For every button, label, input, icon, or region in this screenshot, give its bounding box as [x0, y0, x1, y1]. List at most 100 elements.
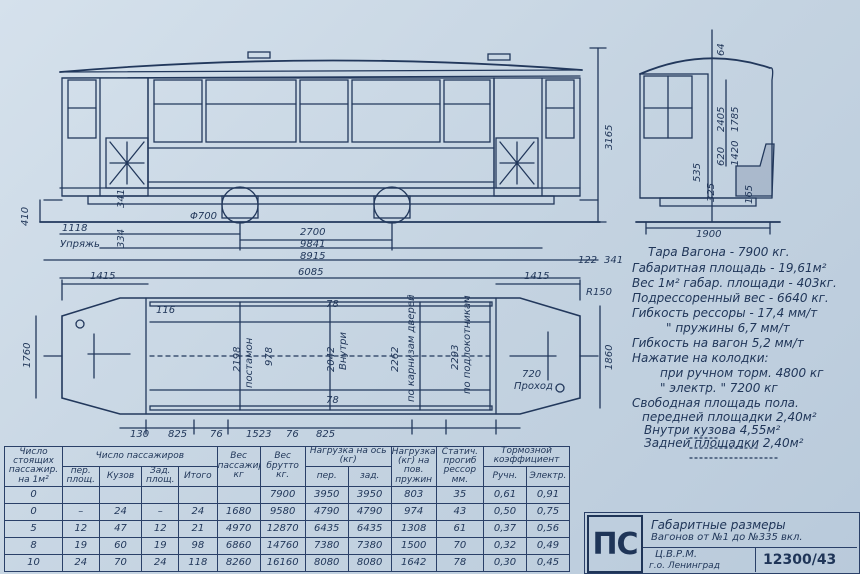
col-brake: Тормозной коэффициент [482, 446, 571, 467]
dim-2700: 2700 [300, 227, 326, 238]
title-line-2: Вагонов от №1 до №335 вкл. [651, 532, 803, 543]
col-total: Итого [177, 465, 218, 487]
table-cell: 3950 [304, 485, 349, 504]
dim-325: 325 [706, 183, 717, 202]
table-cell: 5 [4, 519, 63, 538]
col-spring: Нагрузка (кг) на пов. пружин [390, 446, 437, 487]
dim-341-side: 341 [116, 189, 127, 208]
spec-line: Тара Вагона - 7900 кг. [648, 245, 790, 259]
table-cell: 12 [141, 519, 179, 538]
table-cell: 12 [62, 519, 100, 538]
col-passengers: Число пассажиров [62, 446, 218, 467]
dim-78-top: 78 [326, 299, 339, 310]
dim-upryazh: Упряжь [60, 239, 100, 250]
dim-76-left: 76 [210, 429, 223, 440]
table-cell [216, 485, 261, 504]
seat [735, 143, 775, 197]
table-cell: 0,50 [482, 502, 527, 521]
front-platform [61, 77, 149, 197]
table-cell: 70 [98, 553, 143, 573]
dim-height: 3165 [604, 125, 615, 150]
table-cell: 14760 [259, 536, 306, 555]
table-cell: 0,32 [482, 536, 527, 555]
col-brake-hand: Ручн. [482, 465, 527, 487]
table-cell: 0,56 [525, 519, 571, 538]
dim-1860: 1860 [604, 345, 615, 370]
table-cell: 4790 [347, 502, 392, 521]
table-cell: – [141, 502, 179, 521]
table-cell: 7900 [259, 485, 306, 504]
dim-wheel: Φ700 [190, 211, 217, 222]
table-cell: 47 [98, 519, 143, 538]
col-axle-rear: зад. [347, 465, 392, 487]
dim-1415-left: 1415 [90, 271, 116, 282]
side-roof [59, 59, 583, 73]
table-cell: 8260 [216, 553, 261, 573]
end-view [635, 29, 781, 235]
spec-line: Подрессоренный вес - 6640 кг. [632, 291, 829, 305]
table-cell: 8080 [304, 553, 349, 573]
dim-9841: 9841 [300, 239, 326, 250]
table-cell: 0,45 [525, 553, 571, 573]
col-brake-elec: Электр. [525, 465, 571, 487]
dim-1785: 1785 [730, 107, 741, 132]
title-block: ПС Габаритные размеры Вагонов от №1 до №… [584, 512, 860, 574]
dim-825-left: 825 [168, 429, 188, 440]
table-cell: 0,91 [525, 485, 571, 504]
table-cell [141, 485, 179, 504]
table-cell: 8 [4, 536, 63, 555]
spec-line: передней площадки 2,40м² [642, 410, 817, 424]
ps-logo: ПС [587, 515, 643, 573]
spec-line: " пружины 6,7 мм/т [666, 321, 790, 335]
table-cell: 0 [4, 502, 63, 521]
spec-line: Нажатие на колодки: [632, 351, 769, 365]
col-standing: Число стоящих пассажир. на 1м² [4, 446, 63, 487]
table-cell: 0,75 [525, 502, 571, 521]
dim-620: 620 [716, 147, 727, 166]
table-cell: 24 [177, 502, 218, 521]
table-cell: 9580 [259, 502, 306, 521]
col-front: пер. площ. [62, 465, 100, 487]
table-cell: 12870 [259, 519, 306, 538]
spec-line: Вес 1м² габар. площади - 403кг. [632, 276, 837, 290]
table-cell: 8080 [347, 553, 392, 573]
dim-535: 535 [692, 163, 703, 182]
dim-165: 165 [744, 185, 755, 204]
table-cell: 4790 [304, 502, 349, 521]
dim-podlok: по подлокотникам [462, 295, 473, 394]
dim-r150: R150 [586, 287, 613, 298]
dim-postamon: постамон [244, 337, 255, 388]
table-cell [98, 485, 143, 504]
dim-6085: 6085 [298, 267, 324, 278]
dim-978: 978 [264, 347, 275, 366]
table-cell: 3950 [347, 485, 392, 504]
table-cell: 4970 [216, 519, 261, 538]
rear-platform [493, 77, 581, 197]
table-cell: 78 [435, 553, 484, 573]
table-cell: 0,61 [482, 485, 527, 504]
spec-line: Задней площадки 2,40м² [644, 436, 804, 450]
load-table: Число стоящих пассажир. на 1м² Число пас… [4, 446, 571, 573]
table-cell: 0,30 [482, 553, 527, 573]
side-body [147, 77, 495, 189]
roof-vent [247, 51, 271, 59]
title-line-3: Ц.В.Р.М. [655, 549, 697, 560]
table-cell: 70 [435, 536, 484, 555]
col-paxweight: Вес пассажир. кг [216, 446, 261, 487]
col-axle-front: пер. [304, 465, 349, 487]
table-cell: 24 [98, 502, 143, 521]
dim-prokhod: Проход [514, 381, 553, 392]
table-cell: 35 [435, 485, 484, 504]
dim-vnutri: Внутри [338, 332, 349, 370]
table-cell [62, 485, 100, 504]
dim-334: 334 [116, 229, 127, 248]
spec-line: Внутри кузова 4,55м² [644, 423, 781, 437]
table-cell: 61 [435, 519, 484, 538]
dim-1415-right: 1415 [524, 271, 550, 282]
spec-line: Гибкость на вагон 5,2 мм/т [632, 336, 804, 350]
dim-1760: 1760 [22, 343, 33, 368]
col-rear: Зад. площ. [141, 465, 179, 487]
